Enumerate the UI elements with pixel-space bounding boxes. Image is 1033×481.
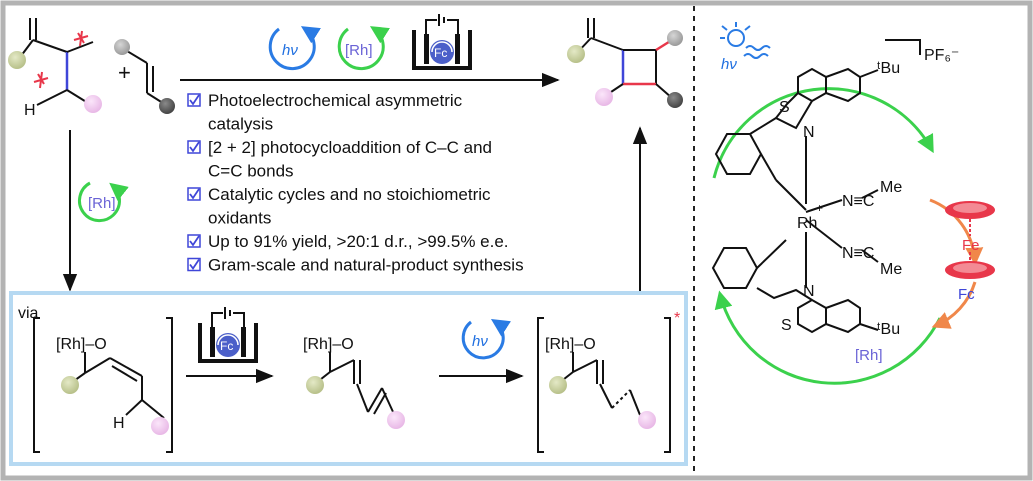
fc-label: Fc: [220, 339, 233, 353]
feature-line: Gram-scale and natural-product synthesis: [208, 256, 524, 275]
gray-substituent: [114, 39, 130, 55]
nitrogen-label: N: [803, 124, 815, 141]
feature-line: Photoelectrochemical asymmetric: [208, 91, 463, 110]
checkbox-icon: [187, 257, 201, 272]
pink-substituent: [638, 411, 656, 429]
rh-enolate: [33, 317, 173, 453]
feature-line: [2 + 2] photocycloaddition of C–C and: [208, 138, 492, 157]
feature-line: catalysis: [208, 115, 273, 134]
dark-substituent: [667, 92, 683, 108]
rh-cycle-label: [Rh]: [855, 347, 883, 364]
h-label: H: [113, 415, 125, 432]
h-label: H: [24, 102, 36, 119]
rh-label: [Rh]: [345, 42, 373, 59]
rh-catalyst-structure: [711, 67, 879, 334]
fc-cycle-arrow-bottom: [931, 281, 977, 329]
olive-substituent: [8, 51, 26, 69]
rh-ketone: [315, 352, 395, 415]
rh-cycle-icon: [337, 26, 390, 71]
rh-ketone-label: [Rh]–O: [303, 336, 354, 353]
nitrile-label-lower: N≡C: [842, 245, 874, 262]
olive-substituent: [61, 376, 79, 394]
electrochemical-cell-icon: [198, 307, 258, 363]
rh-center-label: Rh: [797, 215, 817, 232]
tbu-label: ᵗBu: [877, 321, 900, 338]
methyl-label-lower: Me: [880, 261, 902, 278]
counterion-label: PF₆⁻: [924, 47, 959, 64]
feature-line: Up to 91% yield, >20:1 d.r., >99.5% e.e.: [208, 232, 509, 251]
checkbox-icon: [187, 234, 201, 248]
hv-light-icon: [461, 319, 511, 360]
excited-state-mark: *: [674, 310, 680, 327]
olive-substituent: [549, 376, 567, 394]
olive-substituent: [567, 45, 585, 63]
sun-light-icon: [720, 22, 771, 59]
charge-bracket: [885, 39, 921, 55]
olive-substituent: [306, 376, 324, 394]
catalytic-cycle-arrow-top: [712, 87, 934, 179]
checkbox-icon: [187, 187, 201, 201]
rh-excited-label: [Rh]–O: [545, 336, 596, 353]
checkbox-icon: [187, 93, 201, 107]
rh-label: [Rh]: [88, 195, 116, 212]
intermediate-box: [9, 291, 688, 466]
fc-label: Fc: [434, 46, 447, 60]
electrochemical-cell-icon: [412, 14, 472, 70]
pink-substituent: [595, 88, 613, 106]
rh-charge-label: +: [816, 201, 823, 215]
sulfur-label: S: [779, 99, 790, 116]
hv-label: hν: [472, 333, 488, 350]
rh-cycle-icon: [77, 181, 129, 223]
fc-label: Fc: [958, 286, 975, 303]
tbu-label: ᵗBu: [877, 60, 900, 77]
ferrocene-icon: [945, 201, 995, 279]
excited-intermediate: [537, 317, 671, 453]
hv-label: hν: [282, 42, 298, 59]
pink-substituent: [151, 417, 169, 435]
pink-substituent: [84, 95, 102, 113]
nitrile-label-upper: N≡C: [842, 193, 874, 210]
dark-substituent: [159, 98, 175, 114]
checkbox-icon: [187, 140, 201, 154]
hv-label: hν: [721, 56, 737, 73]
fe-label: Fe: [962, 237, 980, 254]
product-cyclobutane: [575, 18, 673, 99]
methyl-label-upper: Me: [880, 179, 902, 196]
feature-list: Photoelectrochemical asymmetric catalysis…: [187, 91, 524, 275]
gray-substituent: [667, 30, 683, 46]
plus-sign: +: [118, 60, 131, 85]
nitrogen-label: N: [803, 283, 815, 300]
feature-line: C=C bonds: [208, 162, 294, 181]
sulfur-label: S: [781, 317, 792, 334]
feature-line: Catalytic cycles and no stoichiometric: [208, 185, 491, 204]
via-label: via: [18, 305, 39, 322]
bond-cleavage-marks: [33, 30, 89, 89]
pink-substituent: [387, 411, 405, 429]
rh-enolate-label: [Rh]–O: [56, 336, 107, 353]
feature-line: oxidants: [208, 209, 271, 228]
hv-light-icon: [268, 26, 321, 71]
fc-cycle-arrow-top: [929, 198, 984, 266]
catalytic-cycle-arrow-bottom: [714, 290, 942, 385]
